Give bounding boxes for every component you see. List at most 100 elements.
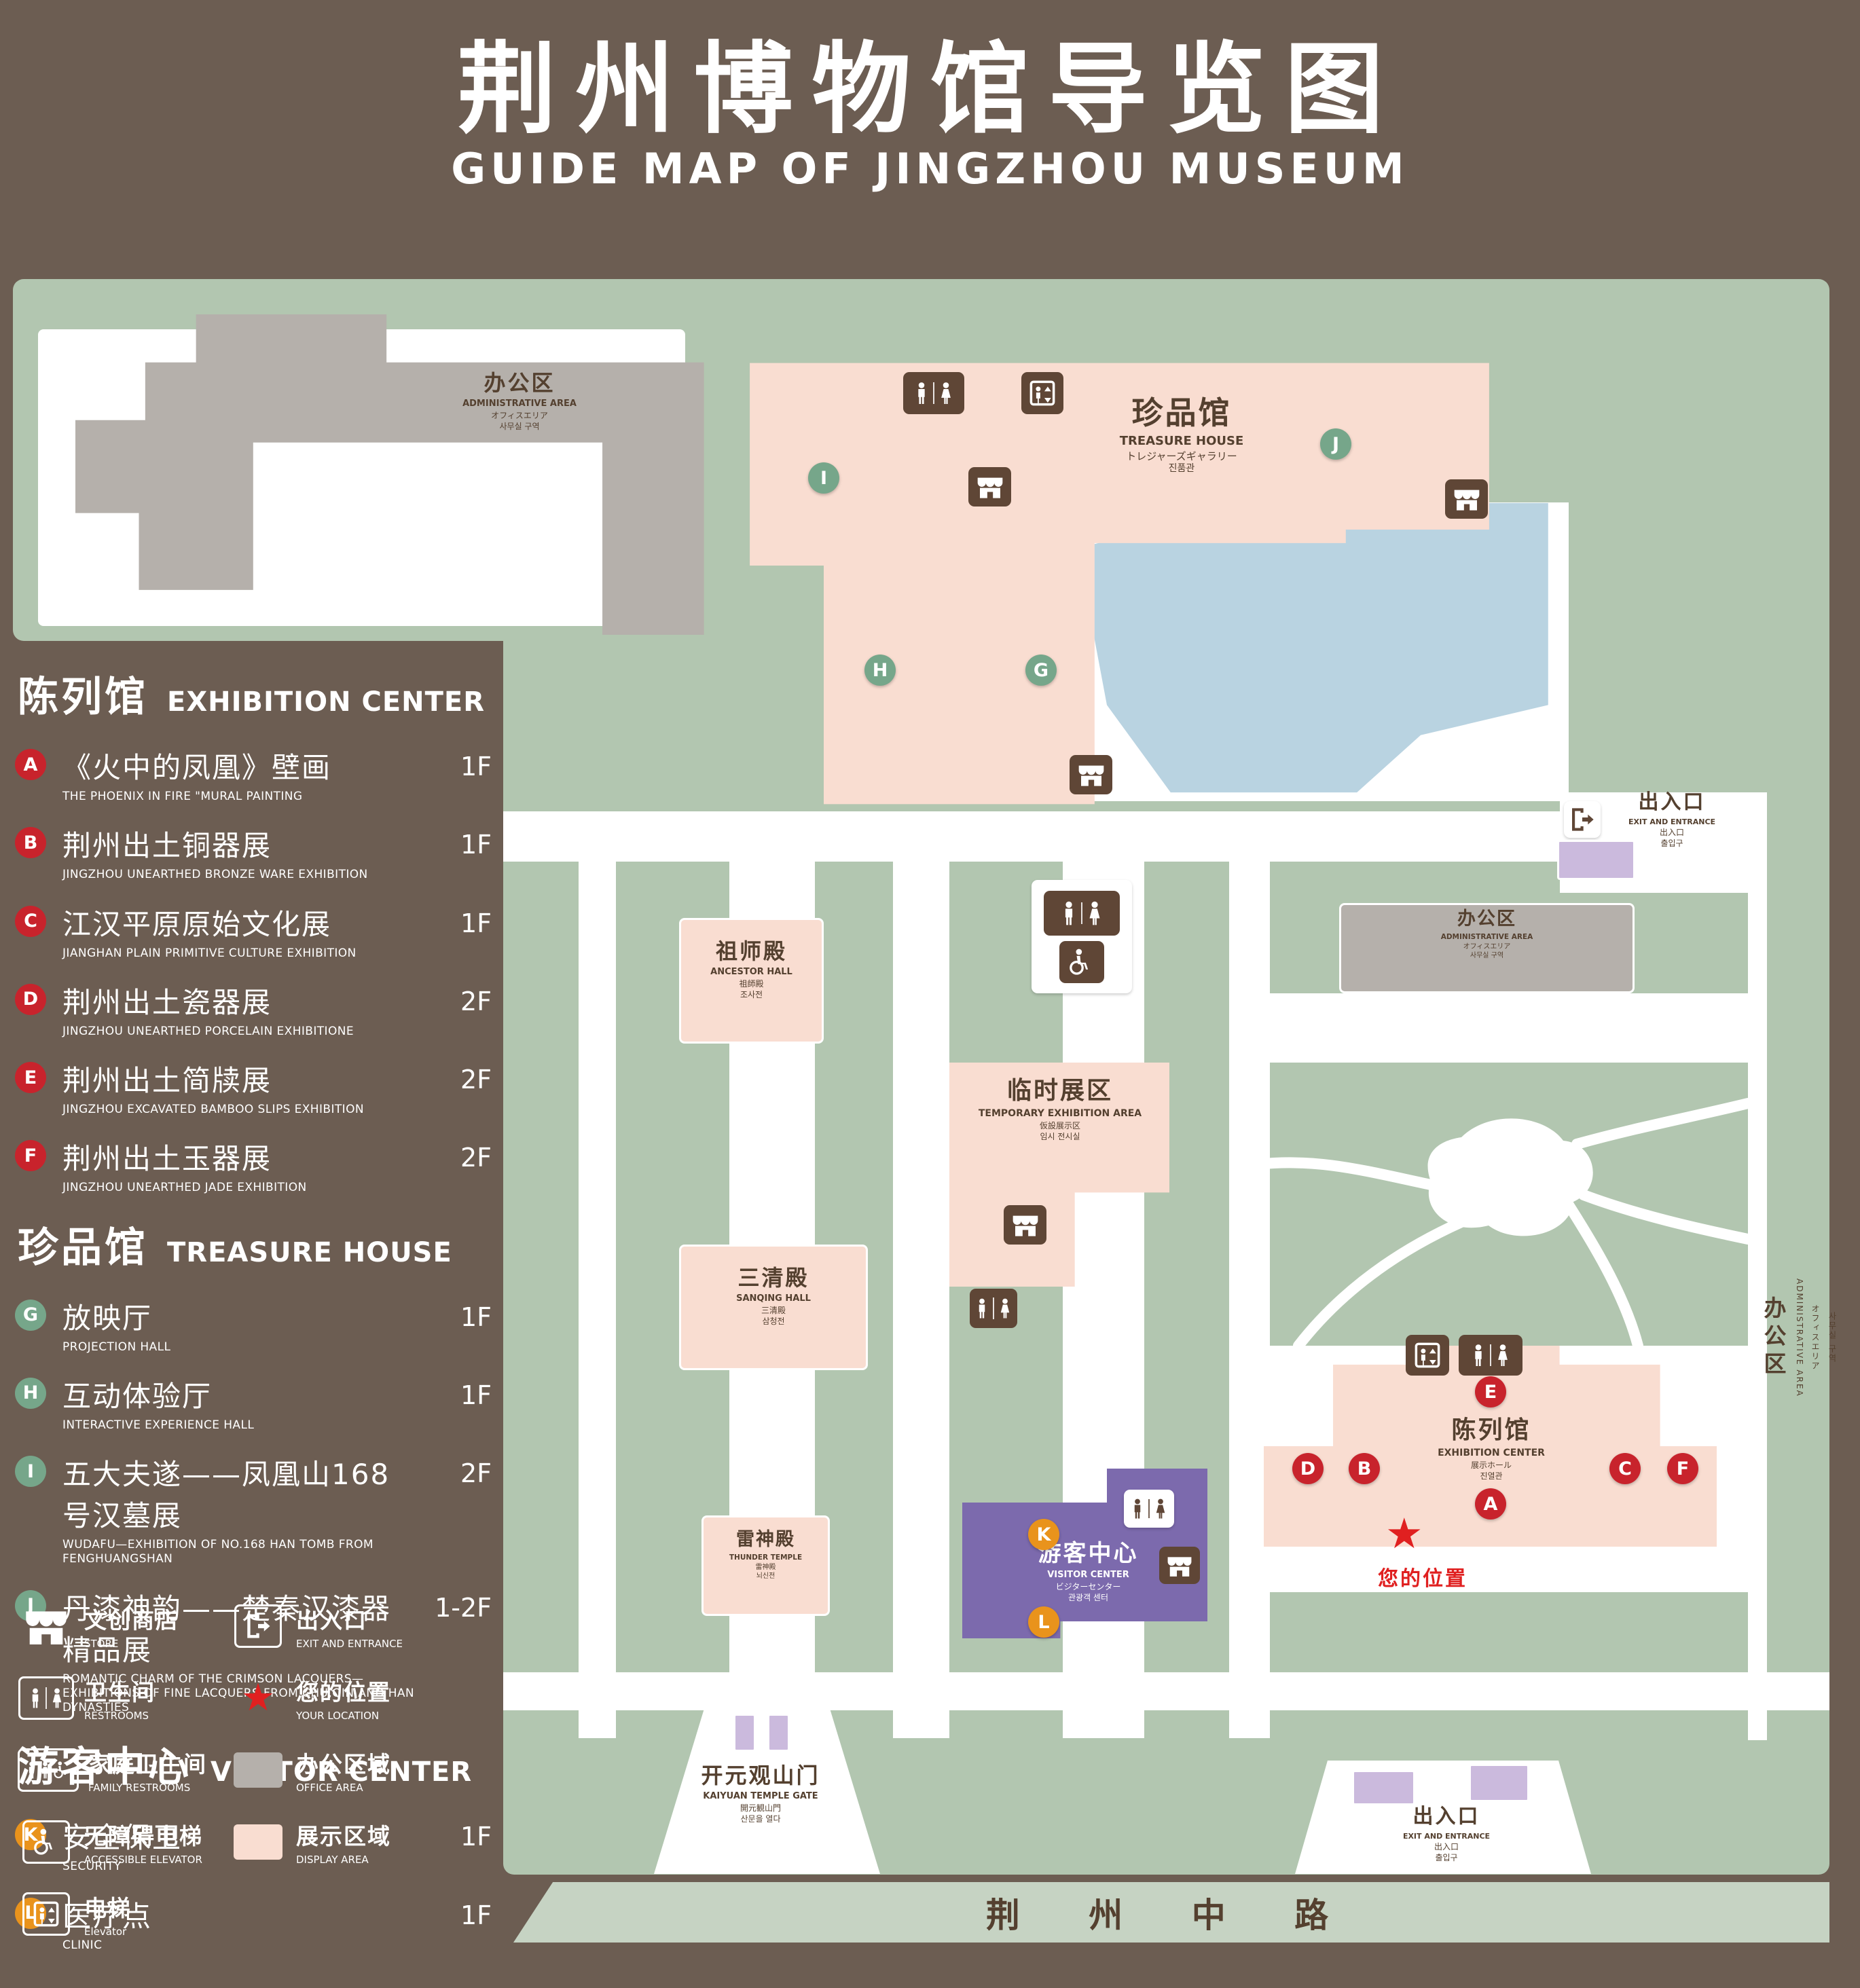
- legend-store: 文创商店 STORE: [18, 1606, 221, 1650]
- legend-family-restrooms: 家庭卫生间 FAMILY RESTROOMS: [18, 1748, 221, 1794]
- gate-turnstile: [767, 1714, 790, 1752]
- legend-display-area: 展示区域 DISPLAY AREA: [230, 1822, 488, 1866]
- admin-east-label: 办公区 ADMINISTRATIVE AREA オフィスエリア 사무실 구역: [1440, 908, 1533, 959]
- legend-item-d: D 荆州出土瓷器展 JINGZHOU UNEARTHED PORCELAIN E…: [15, 980, 496, 1039]
- gate-turnstile: [733, 1714, 756, 1752]
- store-icon: [1445, 479, 1488, 519]
- map-marker-a: A: [1475, 1488, 1506, 1520]
- admin-northwest-label: 办公区 ADMINISTRATIVE AREA オフィスエリア 사무실 구역: [462, 370, 577, 431]
- map-marker-k: K: [1028, 1519, 1059, 1550]
- path-vertical-left-court: [893, 811, 949, 1738]
- legend-section-treasure: 珍品馆 TREASURE HOUSE: [18, 1223, 452, 1272]
- floor-g: 1F: [460, 1302, 492, 1332]
- store-icon: [1070, 755, 1112, 794]
- map-marker-l: L: [1028, 1606, 1059, 1638]
- your-location-label: 您的位置: [1378, 1567, 1467, 1591]
- map-marker-j: J: [1320, 428, 1351, 460]
- thunder-temple-label: 雷神殿 THUNDER TEMPLE 雷神殿 뇌신전: [729, 1529, 803, 1580]
- exit-icon: [230, 1604, 287, 1648]
- legend-item-k: K 安全保卫 SECURITY 1F: [15, 1815, 496, 1874]
- restroom-icon: [903, 372, 964, 414]
- exhibition-center-label: 陈列馆 EXHIBITION CENTER 展示ホール 진열관: [1438, 1416, 1545, 1481]
- ancestor-hall-building: [679, 918, 824, 1044]
- icon-legend-column-1: 文创商店 STORE 卫生间 RESTROOMS 家庭卫生间 FAMILY RE…: [18, 1606, 221, 1966]
- badge-d: D: [15, 983, 46, 1015]
- map-marker-e: E: [1475, 1376, 1506, 1407]
- kaiyuan-gate-label: 开元观山门 KAIYUAN TEMPLE GATE 開元観山門 산문을 열다: [701, 1763, 820, 1824]
- map-marker-c: C: [1609, 1453, 1641, 1484]
- temporary-exhibition-label: 临时展区 TEMPORARY EXHIBITION AREA 仮設展示区 임시 …: [978, 1077, 1142, 1141]
- floor-f: 2F: [460, 1143, 492, 1173]
- legend-item-f: F 荆州出土玉器展 JINGZHOU UNEARTHED JADE EXHIBI…: [15, 1136, 496, 1195]
- road-label: 荆 州 中 路: [985, 1895, 1357, 1935]
- floor-d: 2F: [460, 986, 492, 1016]
- gate-turnstile: [1557, 840, 1635, 880]
- map-marker-d: D: [1292, 1453, 1324, 1484]
- badge-f: F: [15, 1140, 46, 1172]
- legend-item-b: B 荆州出土铜器展 JINGZHOU UNEARTHED BRONZE WARE…: [15, 823, 496, 882]
- store-icon: [18, 1606, 75, 1646]
- exit-northeast-label: 出入口 EXIT AND ENTRANCE 出入口 출입구: [1628, 790, 1716, 848]
- floor-i: 2F: [460, 1458, 492, 1488]
- legend-item-j: J 丹漆神韵——楚秦汉漆器精品展 ROMANTIC CHARM OF THE C…: [15, 1586, 496, 1716]
- floor-k: 1F: [460, 1822, 492, 1852]
- treasure-house-label: 珍品馆 TREASURE HOUSE トレジャーズギャラリー 진품관: [1119, 394, 1244, 475]
- badge-e: E: [15, 1062, 46, 1093]
- page-subtitle: GUIDE MAP OF JINGZHOU MUSEUM: [451, 144, 1409, 194]
- restroom-icon: [18, 1676, 75, 1720]
- legend-item-c: C 江汉平原原始文化展 JIANGHAN PLAIN PRIMITIVE CUL…: [15, 902, 496, 961]
- map-marker-i: I: [808, 462, 839, 494]
- legend-item-a: A 《火中的凤凰》壁画 THE PHOENIX IN FIRE "MURAL P…: [15, 745, 496, 804]
- store-icon: [968, 467, 1011, 507]
- page-title: 荆州博物馆导览图: [457, 32, 1403, 147]
- path-below-admin: [1264, 993, 1748, 1063]
- elevator-icon: [1406, 1335, 1449, 1376]
- legend-your-location: ★ 您的位置 YOUR LOCATION: [230, 1676, 488, 1723]
- icon-legend-column-2: 出入口 EXIT AND ENTRANCE ★ 您的位置 YOUR LOCATI…: [230, 1604, 488, 1894]
- admin-building-east: [1339, 903, 1635, 993]
- gate-turnstile: [1352, 1770, 1415, 1805]
- accessible-elevator-icon: [18, 1820, 75, 1864]
- store-icon: [1159, 1547, 1200, 1584]
- restroom-icon: [970, 1289, 1017, 1328]
- map-marker-b: B: [1349, 1453, 1380, 1484]
- elevator-icon: [18, 1892, 75, 1936]
- sanqing-hall-building: [679, 1245, 868, 1370]
- legend-elevator: 电梯 Elevator: [18, 1892, 221, 1938]
- elevator-icon: [1021, 372, 1063, 414]
- legend-item-e: E 荆州出土简牍展 JINGZHOU EXCAVATED BAMBOO SLIP…: [15, 1058, 496, 1117]
- badge-g: G: [15, 1299, 46, 1331]
- badge-i: I: [15, 1456, 46, 1487]
- garden-paths: [1258, 1098, 1748, 1346]
- visitor-center-label: 游客中心 VISITOR CENTER ビジターセンター 관광객 센터: [1038, 1540, 1139, 1602]
- your-location-star-icon: ★: [240, 1676, 276, 1720]
- legend-office-area: 办公区域 OFFICE AREA: [230, 1750, 488, 1794]
- display-area-swatch: [230, 1822, 287, 1862]
- your-location-star-icon: ★: [1385, 1509, 1423, 1558]
- restroom-icon: [1044, 890, 1120, 936]
- family-restroom-icon: [18, 1748, 79, 1792]
- sanqing-hall-label: 三清殿 SANQING HALL 三清殿 삼청전: [736, 1265, 811, 1326]
- path-vertical-center-court: [1229, 811, 1270, 1738]
- exit-plaza: [1295, 1761, 1591, 1874]
- path-vertical-west: [579, 811, 616, 1738]
- map-marker-g: G: [1025, 655, 1057, 686]
- badge-c: C: [15, 905, 46, 937]
- floor-c: 1F: [460, 908, 492, 938]
- accessible-restroom-icon: [1059, 940, 1104, 983]
- floor-b: 1F: [460, 830, 492, 860]
- road-band: 荆 州 中 路: [513, 1882, 1829, 1943]
- exit-southeast-label: 出入口 EXIT AND ENTRANCE 出入口 출입구: [1402, 1805, 1491, 1862]
- thunder-temple-building: [701, 1515, 830, 1616]
- legend-item-h: H 互动体验厅 INTERACTIVE EXPERIENCE HALL 1F: [15, 1374, 496, 1433]
- restroom-icon: [1124, 1490, 1174, 1528]
- path-horizontal-lower: [503, 1672, 1829, 1710]
- badge-b: B: [15, 827, 46, 859]
- legend-exit: 出入口 EXIT AND ENTRANCE: [230, 1604, 488, 1650]
- office-area-swatch: [230, 1750, 287, 1790]
- legend-item-g: G 放映厅 PROJECTION HALL 1F: [15, 1295, 496, 1355]
- floor-l: 1F: [460, 1900, 492, 1930]
- legend-item-i: I 五大夫遂——凤凰山168号汉墓展 WUDAFU—EXHIBITION OF …: [15, 1452, 496, 1567]
- path-vertical-east: [1748, 792, 1767, 1740]
- store-icon: [1004, 1205, 1046, 1245]
